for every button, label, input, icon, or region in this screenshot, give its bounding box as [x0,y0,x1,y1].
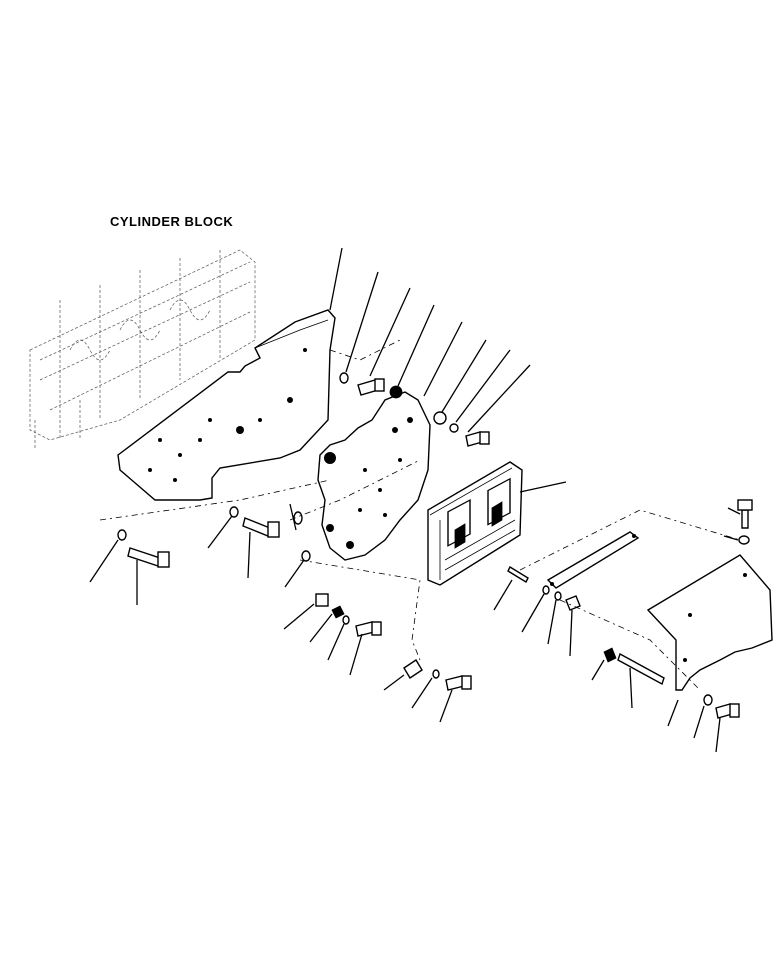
cylinder-block-label: CYLINDER BLOCK [110,214,234,229]
cylinder-block-outline [29,249,256,450]
bracket-bar [546,531,640,589]
cover [646,554,773,691]
rear-plate [117,309,336,501]
assembly-centerlines [99,339,741,691]
leader-lines [89,247,741,753]
bolts [127,378,753,719]
middle-plate [317,391,431,561]
ecm-unit [427,461,523,586]
washers-nuts [117,372,750,706]
